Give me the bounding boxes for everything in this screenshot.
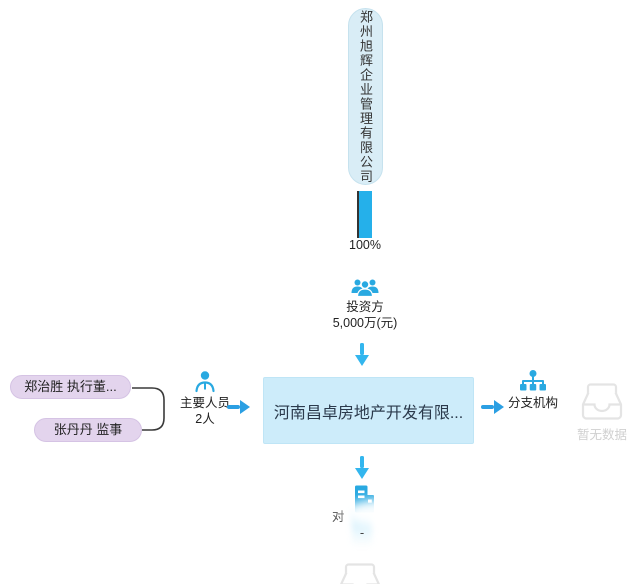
- watermark-smudge: [345, 499, 430, 527]
- empty-data-text: 暂无数据: [576, 428, 627, 442]
- investment-placeholder: -: [359, 525, 365, 540]
- branches-cluster[interactable]: 分支机构: [503, 369, 563, 411]
- personnel-node-1[interactable]: 郑治胜 执行董...: [10, 375, 131, 399]
- parent-company-node[interactable]: 郑州旭辉企业管理有限公司: [348, 8, 383, 185]
- arrow-right-icon: [227, 400, 250, 414]
- empty-tray-icon: [581, 383, 623, 420]
- org-tree-icon: [520, 370, 546, 391]
- investor-cluster[interactable]: 投资方 5,000万(元): [320, 275, 410, 331]
- arrow-right-icon: [481, 400, 504, 414]
- personnel-bracket: [132, 387, 165, 431]
- arrow-down-icon: [355, 343, 369, 366]
- company-node[interactable]: 河南昌卓房地产开发有限...: [263, 377, 474, 444]
- investors-group-icon: [351, 279, 379, 298]
- investment-amount: 5,000万(元): [332, 316, 398, 330]
- empty-data-indicator: 暂无数据: [572, 381, 632, 443]
- person-icon: [195, 371, 215, 393]
- personnel-node-2[interactable]: 张丹丹 监事: [34, 418, 142, 442]
- arrow-down-icon: [355, 456, 369, 479]
- investment-label-fragment: 对: [332, 510, 345, 524]
- branches-label: 分支机构: [507, 396, 558, 410]
- key-personnel-cluster[interactable]: 主要人员 2人: [172, 369, 238, 427]
- company-name: 河南昌卓房地产开发有限...: [273, 404, 464, 422]
- share-bar: [357, 191, 372, 238]
- parent-company-name: 郑州旭辉企业管理有限公司: [358, 9, 373, 184]
- investor-label: 投资方: [346, 300, 384, 314]
- empty-tray-icon-partial: [340, 563, 380, 584]
- key-personnel-label: 主要人员: [179, 396, 230, 410]
- key-personnel-count: 2人: [195, 412, 215, 426]
- share-percentage: 100%: [349, 238, 381, 252]
